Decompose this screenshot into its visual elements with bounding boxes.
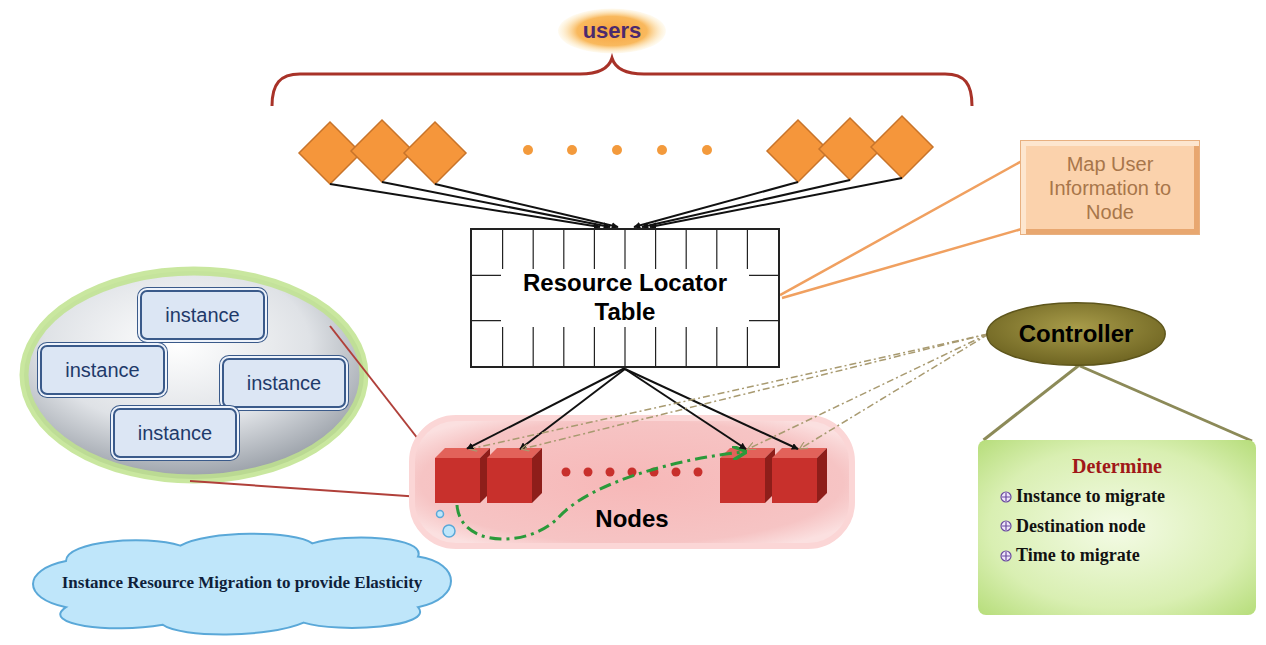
bullet-symbol — [1000, 520, 1012, 532]
list-item: Instance to migrate — [1016, 486, 1165, 508]
text-row: Map User Information to Node — [1048, 152, 1173, 224]
node-label: instance — [65, 358, 140, 382]
node-label: instance — [138, 421, 213, 445]
resource-locator-table: Resource Locator Table — [470, 228, 780, 368]
instance-box: instance — [222, 358, 346, 408]
determine-box: DetermineInstance to migrateDestination … — [978, 440, 1256, 615]
node-label: Instance Resource Migration to provide E… — [62, 573, 423, 593]
connector — [800, 334, 989, 449]
bullet-symbol — [1000, 550, 1012, 562]
node-label: Resource Locator Table — [501, 269, 749, 327]
node-label: Map User Information to Node — [1048, 152, 1173, 224]
node-label: instance — [247, 371, 322, 395]
node-label: users — [583, 18, 642, 44]
text-row: instance — [65, 358, 140, 382]
nodes-band: Nodes — [412, 418, 852, 546]
note-box: Map User Information to Node — [1020, 140, 1200, 235]
node-label: Nodes — [595, 505, 668, 534]
list-item: Destination node — [1016, 516, 1146, 538]
nodes-region — [412, 418, 852, 546]
text-row: Resource Locator Table — [501, 269, 749, 327]
user-diamonds — [299, 116, 933, 184]
text-row: Nodes — [595, 505, 668, 534]
text-row: instance — [138, 421, 213, 445]
thought-cloud: Instance Resource Migration to provide E… — [22, 528, 462, 638]
instance-cluster — [24, 271, 364, 479]
box-heading: Determine — [1072, 454, 1162, 478]
bullet-symbol — [1000, 491, 1012, 503]
text-row: Instance to migrate — [1000, 486, 1165, 508]
note-leader — [782, 226, 1032, 298]
instance-box: instance — [140, 290, 265, 340]
text-row: instance — [165, 303, 240, 327]
text-row: Determine — [1072, 454, 1162, 478]
connector — [984, 365, 1080, 440]
text-row: Destination node — [1000, 516, 1146, 538]
text-row: instance — [247, 371, 322, 395]
text-row: Time to migrate — [1000, 545, 1140, 567]
controller-ellipse: Controller — [985, 302, 1167, 366]
node-label: Controller — [1019, 320, 1134, 349]
ellipsis-dots — [523, 145, 712, 155]
text-row: Controller — [1019, 320, 1134, 349]
migration-arrow — [457, 452, 744, 539]
users-bracket — [272, 58, 972, 106]
node-label: instance — [165, 303, 240, 327]
placement-arrows — [520, 369, 798, 449]
text-row: users — [583, 18, 642, 44]
user-request-arrows — [330, 178, 902, 227]
instance-box: instance — [40, 345, 165, 395]
controller-branch — [1080, 366, 1252, 441]
connector — [780, 159, 1025, 295]
user-group-label: users — [557, 8, 667, 54]
list-item: Time to migrate — [1016, 545, 1140, 567]
instance-box: instance — [113, 408, 237, 458]
connector — [467, 368, 625, 449]
thought-bubbles — [437, 511, 456, 538]
text-row: Instance Resource Migration to provide E… — [62, 573, 423, 593]
